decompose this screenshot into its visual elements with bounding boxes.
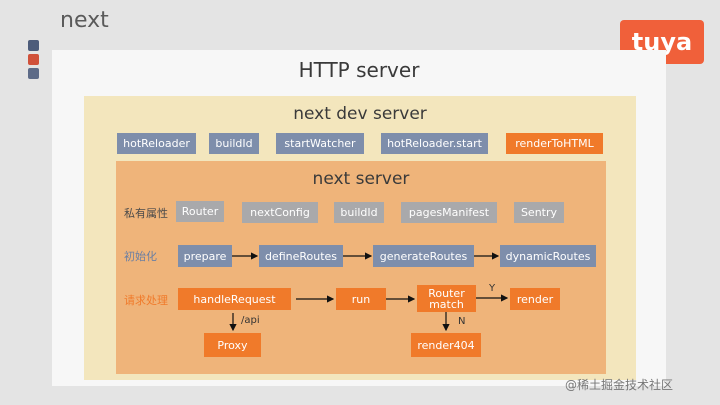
dev-item-hotreloader: hotReloader	[117, 133, 196, 154]
edge-label-no: N	[458, 316, 466, 327]
req-item-router-match: Router match	[417, 285, 476, 312]
bullet-square-red	[28, 54, 39, 65]
req-item-proxy: Proxy	[204, 333, 261, 357]
private-item-buildid: buildId	[334, 202, 384, 223]
req-item-render404: render404	[411, 333, 481, 357]
http-server-label: HTTP server	[298, 58, 420, 82]
req-item-handlerequest: handleRequest	[178, 288, 291, 310]
dev-server-label: next dev server	[293, 104, 427, 124]
next-server-box	[116, 161, 606, 374]
dev-item-startwatcher: startWatcher	[276, 133, 364, 154]
dev-item-buildid: buildId	[209, 133, 259, 154]
slide-title: next	[60, 8, 109, 33]
dev-item-rendertohtml: renderToHTML	[506, 133, 603, 154]
next-server-label: next server	[312, 169, 410, 189]
private-row-label: 私有属性	[124, 207, 168, 220]
private-item-sentry: Sentry	[514, 202, 564, 223]
init-row-label: 初始化	[124, 250, 157, 263]
init-item-prepare: prepare	[178, 245, 232, 267]
init-item-dynamicroutes: dynamicRoutes	[500, 245, 596, 267]
private-item-router: Router	[176, 201, 224, 222]
bullet-square-blue	[28, 40, 39, 51]
dev-item-hotreloader-start: hotReloader.start	[381, 133, 488, 154]
watermark: @稀土掘金技术社区	[565, 378, 674, 392]
init-item-generateroutes: generateRoutes	[373, 245, 474, 267]
req-item-run: run	[336, 288, 386, 310]
private-item-nextconfig: nextConfig	[242, 202, 318, 223]
edge-label-yes: Y	[489, 283, 496, 294]
init-item-defineroutes: defineRoutes	[259, 245, 343, 267]
private-item-pagesmanifest: pagesManifest	[401, 202, 497, 223]
bullet-square-grey	[28, 68, 39, 79]
request-row-label: 请求处理	[124, 294, 168, 307]
edge-label-api: /api	[241, 315, 260, 326]
req-item-render: render	[510, 288, 560, 310]
